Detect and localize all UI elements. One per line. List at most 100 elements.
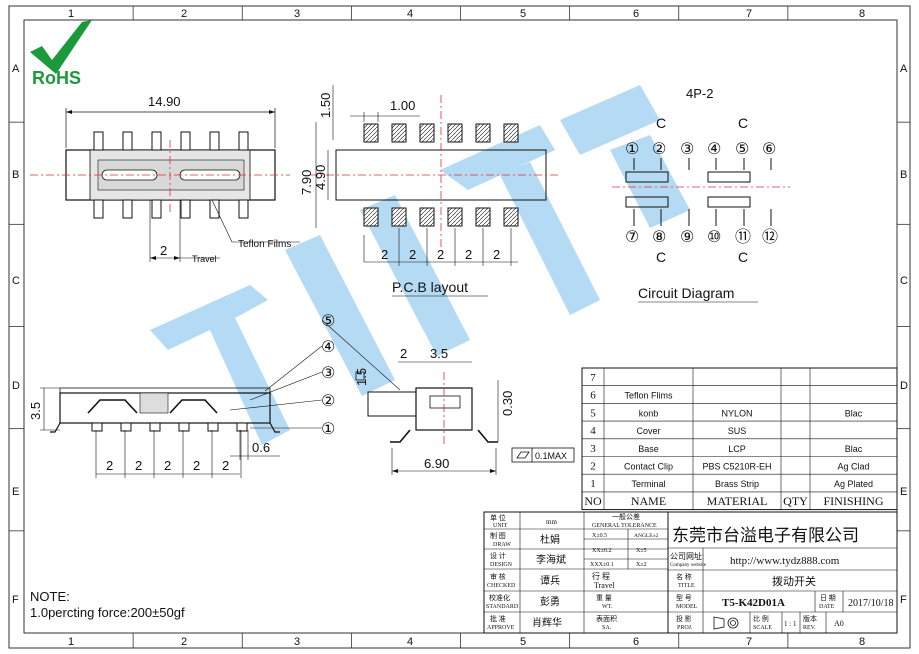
zone-col-top-7: 7 xyxy=(746,8,752,20)
circuit-bottom-pin-7: ⑦ xyxy=(625,227,639,246)
pcb-pitch-dim: 1.00 xyxy=(390,98,415,113)
pcb-pad xyxy=(363,207,379,227)
tb-tol-x5: X±5 xyxy=(636,548,647,554)
bom-header-name: NAME xyxy=(631,494,666,508)
bom-no-3: 3 xyxy=(590,443,596,455)
zone-col-bottom-2: 2 xyxy=(181,636,187,648)
zone-row-right-F: F xyxy=(900,594,907,606)
top-pin xyxy=(122,199,133,219)
bom-name-1: Terminal xyxy=(631,479,665,489)
top-pin xyxy=(180,131,191,151)
bom-name-6: Teflon Flims xyxy=(624,391,673,401)
zone-row-right-B: B xyxy=(900,169,907,181)
top-pin xyxy=(238,199,249,219)
circuit-top-pin-5: ⑤ xyxy=(735,139,749,158)
tb-rev-cn: 版本 xyxy=(803,614,817,623)
tb-company: 东莞市台溢电子有限公司 xyxy=(672,526,859,545)
pcb-pad xyxy=(503,123,519,143)
zone-row-right-A: A xyxy=(900,63,908,75)
tb-unit-en: UNIT xyxy=(493,523,508,529)
tb-website: http://www.tydz888.com xyxy=(730,555,840,567)
circuit-top-pin-2: ② xyxy=(652,139,666,158)
callout-2: ② xyxy=(321,391,335,410)
bom-no-1: 1 xyxy=(590,478,596,490)
bom-finishing-2: Ag Clad xyxy=(837,462,869,472)
front-spacing-1: 2 xyxy=(135,458,142,473)
zone-row-right-C: C xyxy=(900,275,908,287)
front-leg xyxy=(178,422,190,432)
tb-standard-name: 彭勇 xyxy=(540,595,560,608)
tb-tol-x2: X±2 xyxy=(636,562,647,568)
pcb-pad xyxy=(363,123,379,143)
zone-col-top-1: 1 xyxy=(68,8,74,20)
pcb-spacing-1: 2 xyxy=(409,247,416,262)
bom-header-qty: QTY xyxy=(783,494,808,508)
tb-unit-cn: 单 位 xyxy=(490,513,506,522)
outer-frame xyxy=(8,5,911,649)
note-line-1: 1.0percting force:200±50gf xyxy=(30,605,185,620)
front-end-lead xyxy=(269,422,280,433)
top-pin xyxy=(151,131,162,151)
circuit-top-pin-1: ① xyxy=(625,139,639,158)
bom-header-material: MATERIAL xyxy=(707,494,768,508)
pcb-pad xyxy=(391,207,407,227)
callout-3: ③ xyxy=(321,363,335,382)
top-pin xyxy=(209,131,220,151)
bom-name-5: konb xyxy=(639,408,659,418)
tb-unit-value: mm xyxy=(546,518,557,526)
circuit-bottom-pin-11: ⑪ xyxy=(735,227,751,246)
tb-draw-en: DRAW xyxy=(493,542,511,548)
tb-check-name: 谭兵 xyxy=(540,574,560,587)
tb-tol-x: X±0.5 xyxy=(592,533,607,539)
circuit-top-pin-6: ⑥ xyxy=(762,139,776,158)
zone-row-left-C: C xyxy=(12,275,20,287)
callout-5: ⑤ xyxy=(321,311,335,330)
tb-approve-en: APPROVE xyxy=(487,625,515,631)
tb-name-en: TITLE xyxy=(678,583,695,589)
tb-website-label-en: Company website xyxy=(670,563,707,568)
pcb-pad xyxy=(419,123,435,143)
callout-leader xyxy=(229,399,323,411)
tb-model-en: MODEL xyxy=(676,604,698,610)
bom-name-3: Base xyxy=(638,444,659,454)
bom-header-finishing: FINISHING xyxy=(824,494,884,508)
pcb-inner-dim: 4.90 xyxy=(313,165,328,190)
rohs-logo-text: RoHS xyxy=(32,68,81,88)
zone-row-right-E: E xyxy=(900,486,907,498)
front-leg xyxy=(236,422,248,432)
pcb-pad xyxy=(391,123,407,143)
front-small-pitch-dim: 0.6 xyxy=(252,440,270,455)
zone-row-left-E: E xyxy=(12,486,19,498)
tb-date: 2017/10/18 xyxy=(848,598,894,609)
side-dim-1-5: 1.5 xyxy=(354,368,369,386)
zone-col-top-2: 2 xyxy=(181,8,187,20)
zone-col-top-4: 4 xyxy=(407,8,413,20)
front-leg xyxy=(91,422,103,432)
tb-travel-en: Travel xyxy=(594,581,615,590)
front-spacing-2: 2 xyxy=(164,458,171,473)
bom-no-7: 7 xyxy=(590,372,596,384)
side-dim-3-5: 3.5 xyxy=(430,346,448,361)
tb-name-cn: 名 称 xyxy=(676,572,692,581)
zone-col-bottom-1: 1 xyxy=(68,636,74,648)
tb-date-en: DATE xyxy=(819,604,835,610)
circuit-top-pin-3: ③ xyxy=(680,139,694,158)
tb-check-cn: 审 核 xyxy=(490,572,506,581)
tb-scale: 1 : 1 xyxy=(784,620,797,628)
bom-finishing-5: Blac xyxy=(845,408,863,418)
bom-material-2: PBS C5210R-EH xyxy=(702,462,771,472)
top-pin xyxy=(93,131,104,151)
bom-material-3: LCP xyxy=(728,444,746,454)
top-pin xyxy=(151,199,162,219)
tb-rev: A0 xyxy=(834,619,844,628)
tb-standard-en: STANDARD xyxy=(486,604,519,610)
bom-material-4: SUS xyxy=(728,426,747,436)
circuit-top-c-2: C xyxy=(738,115,748,131)
zone-col-top-6: 6 xyxy=(633,8,639,20)
travel-label: Travel xyxy=(192,254,217,264)
bom-header-no: NO xyxy=(584,494,602,508)
